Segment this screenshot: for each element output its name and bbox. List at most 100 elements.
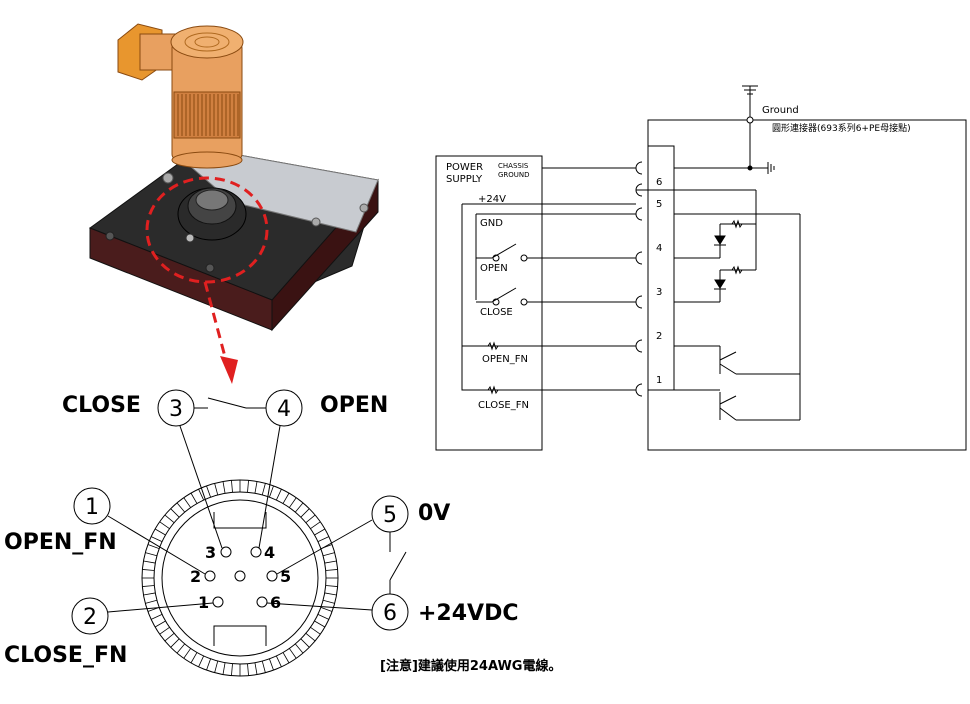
knurl-tooth [142, 569, 155, 571]
switch-blade [207, 397, 247, 409]
sch-chassis: CHASSIS [498, 162, 529, 170]
transistor-open-e [719, 363, 737, 375]
terminal-contact [635, 295, 643, 309]
knurl-tooth [170, 638, 180, 648]
sch-term-1: 1 [656, 375, 662, 386]
knurl-tooth [206, 658, 211, 671]
plug-cap-ring [194, 36, 220, 48]
knurl-tooth [154, 528, 166, 536]
knurl-tooth [317, 613, 329, 620]
open-switch-contact [520, 254, 528, 262]
device-box [647, 119, 967, 451]
sch-open: OPEN [480, 263, 508, 274]
close-switch-contact [520, 298, 528, 306]
terminal-strip [647, 145, 675, 391]
wire-24v-loop [461, 204, 636, 391]
knurl-tooth [324, 592, 337, 596]
bubble-2-label: 2 [83, 605, 97, 630]
knurl-tooth [310, 521, 321, 530]
terminal-contact [635, 339, 643, 353]
close-switch-contact [492, 298, 500, 306]
pin-1-contact [212, 596, 224, 608]
label-close-fn: CLOSE_FN [4, 643, 127, 668]
close-fn-resistor [487, 385, 499, 395]
knurl-tooth [176, 643, 186, 654]
knurl-tooth [300, 508, 310, 518]
knurl-tooth [320, 607, 333, 612]
diode-close [714, 279, 726, 289]
wiring-note: [注意]建議使用24AWG電線。 [380, 658, 561, 674]
terminal-contacts [635, 161, 643, 397]
knurl-tooth [314, 620, 326, 628]
resistor-open [731, 219, 743, 229]
terminal-contact [635, 207, 643, 221]
screw [162, 172, 174, 184]
pin-6-leader [266, 602, 373, 611]
face-pin-4: 4 [264, 543, 275, 562]
highlight-circle [145, 176, 269, 284]
knurl-tooth [159, 626, 170, 635]
sch-term-5: 5 [656, 199, 662, 210]
knurl-tooth [305, 514, 316, 524]
face-pin-6: 6 [270, 593, 281, 612]
knurl-tooth [164, 632, 175, 642]
knurl-tooth [282, 492, 290, 504]
switch-56-blade [389, 551, 407, 581]
resistor-close [731, 265, 743, 275]
pinout-diagram [71, 389, 409, 677]
sch-term-3: 3 [656, 287, 662, 298]
knurl-tooth [154, 620, 166, 628]
knurl-tooth [305, 632, 316, 642]
plug-cap-ring [184, 32, 230, 52]
label-24vdc: +24VDC [418, 601, 518, 626]
open-switch-contact [492, 254, 500, 262]
face-pin-2: 2 [190, 567, 201, 586]
bubble-6-label: 6 [383, 601, 397, 626]
pin-2-contact [204, 570, 216, 582]
plug-cap [170, 25, 244, 59]
label-open-fn: OPEN_FN [4, 530, 117, 555]
knurl-tooth [142, 585, 155, 587]
open-fn-resistor [487, 341, 499, 351]
ground-node [746, 116, 754, 124]
pinout-labels: CLOSE OPEN OPEN_FN CLOSE_FN 0V +24VDC [注… [4, 393, 561, 674]
connector-key-bottom [213, 625, 267, 646]
screw [105, 231, 115, 241]
knurl-tooth [147, 544, 160, 549]
transistor-open-c [719, 351, 737, 361]
sch-close: CLOSE [480, 307, 513, 318]
sch-ground: Ground [762, 105, 799, 116]
schematic [435, 85, 967, 451]
pin-4-leader [258, 425, 281, 549]
schematic-labels: Ground 圓形連接器(693系列6+PE母接點) POWER SUPPLY … [446, 105, 911, 411]
knurl-tooth [322, 599, 335, 604]
face-pin-1: 1 [198, 593, 209, 612]
knurl-tooth [288, 497, 297, 508]
screw [311, 217, 321, 227]
pin-5-leader [276, 519, 373, 575]
knurl-tooth [151, 536, 163, 543]
knurl-tooth [143, 592, 156, 596]
receptacle-screw [185, 233, 195, 243]
knurl-tooth [282, 652, 290, 664]
knurl-tooth [231, 480, 233, 493]
label-open: OPEN [320, 393, 388, 418]
knurl-tooth [176, 502, 186, 513]
knurl-tooth [261, 660, 266, 673]
sch-term-6: 6 [656, 177, 662, 188]
label-close: CLOSE [62, 393, 141, 418]
knurl-tooth [254, 481, 258, 494]
transistor-close-e [719, 407, 737, 421]
pin-1-leader [107, 515, 206, 575]
bubble-5-label: 5 [383, 503, 397, 528]
connector-knurl-teeth [142, 480, 338, 676]
pin-5-contact [266, 570, 278, 582]
knurl-tooth [310, 626, 321, 635]
knurl-tooth [294, 643, 304, 654]
knurl-tooth [231, 663, 233, 676]
sch-power: POWER [446, 162, 483, 173]
knurl-tooth [214, 483, 219, 496]
open-switch-blade [491, 243, 517, 259]
knurl-tooth [324, 560, 337, 564]
